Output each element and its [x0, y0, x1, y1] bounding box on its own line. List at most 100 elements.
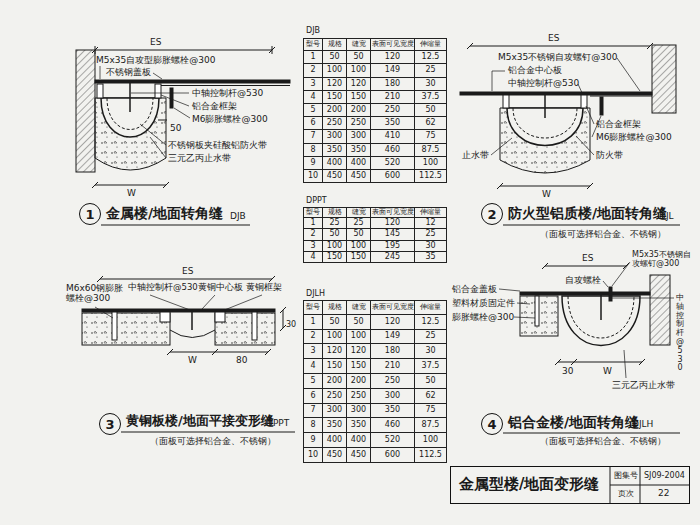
table-cell: 30 — [415, 241, 447, 252]
part-label: 自攻螺栓 — [565, 275, 601, 285]
table-cell: 149 — [371, 64, 415, 77]
table-cell: 210 — [371, 91, 415, 104]
caption-note: （面板可选择铝合金、不锈钢） — [540, 436, 666, 446]
table-cell: 62 — [415, 389, 447, 404]
detail-number-circle: 4 — [481, 413, 503, 435]
table-cell: 25 — [415, 64, 447, 77]
part-label: 黄铜框架 — [246, 283, 282, 293]
table-cell: 50 — [415, 374, 447, 389]
table-cell: 300 — [347, 130, 371, 143]
caption-code: DJLH — [632, 419, 653, 429]
table-cell: 87.5 — [415, 418, 447, 433]
table-header-cell: 型号 — [303, 300, 323, 315]
table-cell: 150 — [323, 252, 347, 263]
dimension-label: ES — [150, 37, 161, 47]
dimension-label: W — [127, 188, 136, 198]
table-cell: 2 — [303, 330, 323, 345]
detail-number: 3 — [105, 418, 114, 431]
table-cell: 4 — [303, 359, 323, 374]
table-cell: 100 — [323, 64, 347, 77]
table-cell: 350 — [323, 418, 347, 433]
table-header-cell: 表面可见宽度 — [371, 300, 415, 315]
table-cell: 50 — [323, 315, 347, 330]
table-cell: 30 — [415, 78, 447, 91]
detail-4-drawing — [499, 262, 680, 433]
table-cell: 2 — [303, 64, 323, 77]
caption-title: 铝合金楼/地面转角缝 — [508, 414, 639, 430]
table-cell: 25 — [415, 229, 447, 240]
part-label: 三元乙丙止水带 — [168, 153, 231, 163]
table-cell: 250 — [371, 374, 415, 389]
table-cell: 400 — [323, 433, 347, 448]
table-cell: 120 — [371, 315, 415, 330]
table-cell: 112.5 — [415, 448, 447, 463]
table-header-cell: 规格 — [323, 207, 347, 218]
part-label: 不锈钢盖板 — [106, 67, 151, 77]
table-cell: 12.5 — [415, 51, 447, 64]
table-cell: 62 — [415, 117, 447, 130]
table-header-cell: 型号 — [303, 38, 323, 51]
part-label: M6膨胀螺栓@300 — [596, 132, 672, 142]
table-cell: 3 — [303, 241, 323, 252]
table-cell: 7 — [303, 404, 323, 419]
vertical-part-label: 中轴控制杆@530 — [676, 294, 684, 373]
table-cell: 145 — [371, 229, 415, 240]
part-label: 三元乙丙止水带 — [612, 380, 675, 390]
table-cell: 350 — [371, 404, 415, 419]
table-cell: 8 — [303, 144, 323, 157]
part-label: 止水带 — [462, 150, 489, 160]
detail-number: 4 — [487, 418, 496, 431]
table-cell: 460 — [371, 144, 415, 157]
table-cell: 150 — [347, 252, 371, 263]
table-cell: 50 — [323, 51, 347, 64]
table-header-cell: 缝宽 — [347, 300, 371, 315]
part-label: 不锈钢板夹硅酸铝防火带 — [168, 140, 267, 150]
table-header-cell: 表面可见宽度 — [371, 38, 415, 51]
table-cell: 450 — [347, 170, 371, 183]
table-cell: 400 — [347, 157, 371, 170]
dimension-label: 30 — [286, 320, 296, 329]
table-cell: 100 — [347, 241, 371, 252]
table-cell: 195 — [371, 241, 415, 252]
table-cell: 200 — [347, 104, 371, 117]
table-cell: 37.5 — [415, 359, 447, 374]
table-header-cell: 缝宽 — [347, 207, 371, 218]
part-label: M6膨胀螺栓@300 — [192, 114, 268, 124]
table-cell: 100 — [415, 157, 447, 170]
table-cell: 460 — [371, 418, 415, 433]
caption-code: DJL — [659, 211, 674, 221]
dimension-label: 30 — [562, 366, 573, 376]
table-header-cell: 伸缩量 — [415, 300, 447, 315]
table-cell: 1 — [303, 315, 323, 330]
table-cell: 149 — [371, 330, 415, 345]
table-cell: 350 — [323, 144, 347, 157]
table-cell: 12 — [415, 218, 447, 229]
detail-number: 1 — [85, 208, 94, 221]
part-label: 膨胀螺栓@300 — [452, 312, 514, 322]
table-cell: 10 — [303, 170, 323, 183]
table-cell: 4 — [303, 91, 323, 104]
table-cell: 200 — [347, 374, 371, 389]
table-cell: 245 — [371, 252, 415, 263]
table-cell: 12.5 — [415, 315, 447, 330]
table-cell: 9 — [303, 157, 323, 170]
table-cell: 30 — [415, 344, 447, 359]
table-cell: 250 — [347, 117, 371, 130]
part-label: 铝合金盖板 — [452, 284, 497, 294]
dimension-label: W — [542, 189, 551, 199]
table-cell: 450 — [323, 448, 347, 463]
table-cell: 50 — [323, 229, 347, 240]
table-cell: 50 — [347, 315, 371, 330]
table-cell: 100 — [323, 241, 347, 252]
table-cell: 10 — [303, 448, 323, 463]
table-cell: 1 — [303, 51, 323, 64]
table-cell: 250 — [371, 104, 415, 117]
table-cell: 50 — [347, 229, 371, 240]
table-cell: 520 — [371, 157, 415, 170]
table-header-cell: 伸缩量 — [415, 38, 447, 51]
dimension-label: ES — [182, 266, 193, 276]
table-header-cell: 缝宽 — [347, 38, 371, 51]
caption-code: DJB — [230, 211, 246, 221]
detail-number-circle: 1 — [79, 203, 101, 225]
